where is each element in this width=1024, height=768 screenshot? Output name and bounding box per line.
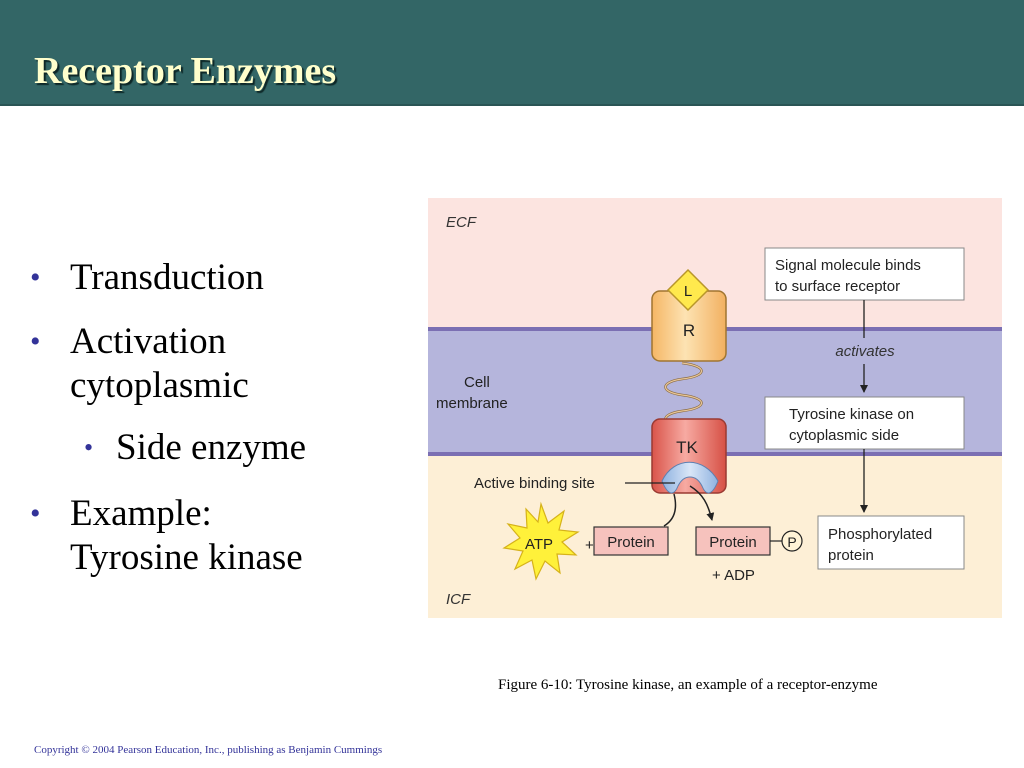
ligand-label: L (684, 283, 692, 300)
transmembrane-helix-inner (664, 362, 703, 428)
subbullet-side-enzyme: • Side enzyme (30, 426, 420, 470)
bullet-example: • Example: Tyrosine kinase (30, 492, 420, 580)
title-bar: Receptor Enzymes (0, 0, 1024, 106)
kinase-label: TK (676, 438, 698, 457)
bullet-dot: • (30, 497, 41, 530)
bullet-list: • Transduction • Activation cytoplasmic … (30, 256, 420, 600)
receptor-label: R (683, 321, 695, 340)
step-kinase-line1: Tyrosine kinase on (789, 406, 914, 423)
step-signal-line2: to surface receptor (775, 278, 900, 295)
step-signal-line1: Signal molecule binds (775, 257, 921, 274)
phosphate-circle (781, 530, 803, 552)
activates-label: activates (835, 343, 895, 360)
plus-sign: + (585, 537, 594, 554)
phospho-protein-label: Protein (709, 534, 757, 551)
reaction-arrow-product (689, 485, 715, 521)
phosphate-label: P (787, 534, 796, 550)
membrane-label-line2: membrane (436, 395, 508, 412)
membrane-label-line1: Cell (464, 374, 490, 391)
bullet-dot: • (84, 433, 94, 462)
bullet-text: Transduction (70, 257, 264, 298)
reaction-arrow (663, 493, 677, 527)
icf-label: ICF (446, 591, 471, 608)
figure-caption: Figure 6-10: Tyrosine kinase, an example… (498, 677, 878, 693)
bullet-text: Side enzyme (116, 427, 307, 468)
step-phospho-line2: protein (828, 547, 874, 564)
bullet-text: cytoplasmic (70, 365, 249, 406)
protein-box (593, 526, 669, 556)
bullet-text: Tyrosine kinase (70, 537, 303, 578)
protein-label: Protein (607, 534, 655, 551)
tyrosine-kinase-diagram: ECF ICF Cell membrane R L TK Active bind… (428, 198, 1002, 618)
bullet-dot: • (30, 325, 41, 358)
atp-star (502, 501, 580, 581)
step-kinase-line2: cytoplasmic side (789, 427, 899, 444)
bullet-activation: • Activation cytoplasmic (30, 320, 420, 408)
adp-label: + ADP (712, 567, 755, 584)
step-tyrosine-kinase-box (764, 396, 965, 450)
ligand-diamond (666, 268, 710, 312)
step-phosphorylated-box (817, 515, 965, 570)
active-binding-site (661, 461, 719, 494)
copyright-notice: Copyright © 2004 Pearson Education, Inc.… (34, 744, 383, 756)
bullet-transduction: • Transduction (30, 256, 420, 300)
slide-title: Receptor Enzymes (34, 50, 337, 92)
atp-label: ATP (525, 536, 553, 553)
bullet-dot: • (30, 261, 41, 294)
active-site-label: Active binding site (474, 475, 595, 492)
step-phospho-line1: Phosphorylated (828, 526, 932, 543)
bullet-text: Example: (70, 493, 212, 534)
phospho-protein-box (695, 526, 771, 556)
diagram-svg: ECF ICF Cell membrane R L TK Active bind… (428, 198, 1002, 618)
bullet-text: Activation (70, 321, 227, 362)
ecf-label: ECF (446, 214, 477, 231)
